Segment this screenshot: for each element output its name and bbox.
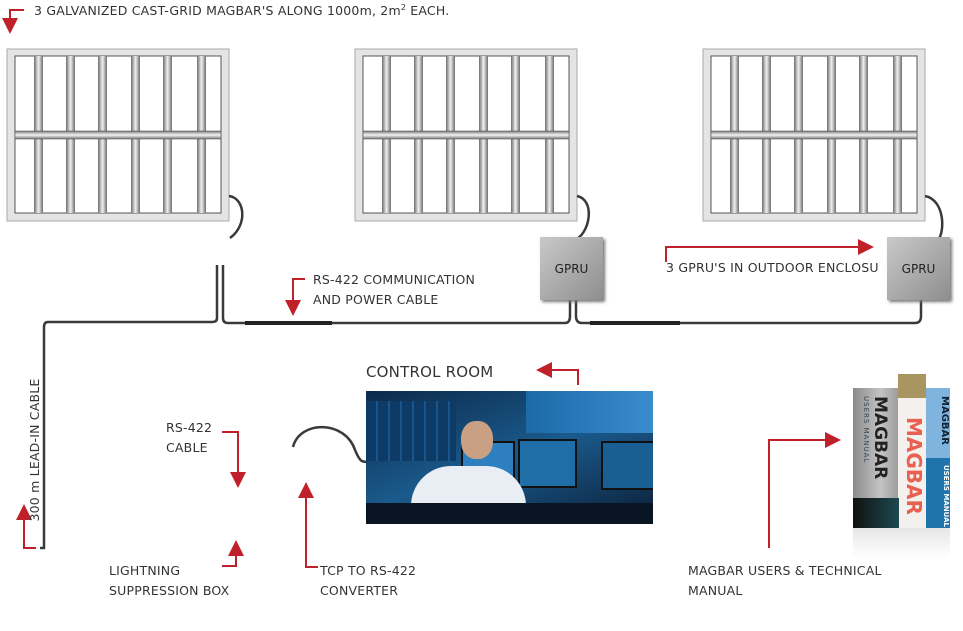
control-room-photo (366, 391, 653, 524)
book-users-manual-grey: MAGBAR USERS MANUAL (853, 388, 899, 528)
book-users-manual-blue: MAGBAR USERS MANUAL (926, 388, 950, 528)
rs422-communication-label: RS-422 COMMUNICATION AND POWER CABLE (313, 270, 475, 310)
books-reflection (853, 528, 950, 558)
book3-title: MAGBAR (939, 395, 950, 445)
manual-line1: MAGBAR USERS & TECHNICAL (688, 563, 882, 578)
lightning-suppression-label: LIGHTNING SUPPRESSION BOX (109, 561, 229, 601)
book2-title: MAGBAR (902, 417, 926, 515)
magbar-panel-3 (702, 48, 926, 222)
book1-title: MAGBAR (870, 396, 890, 480)
tcp-converter-label: TCP TO RS-422 CONVERTER (320, 561, 416, 601)
rs422-cable-line1: RS-422 (166, 420, 213, 435)
tcp-line1: TCP TO RS-422 (320, 563, 417, 578)
lightning-line2: SUPPRESSION BOX (109, 583, 230, 598)
manual-line2: MANUAL (688, 583, 743, 598)
book1-dark-band (853, 498, 899, 528)
book1-subtitle: USERS MANUAL (862, 396, 870, 464)
rs422-comm-line2: AND POWER CABLE (313, 292, 439, 307)
title-suffix: EACH. (406, 3, 450, 19)
rs422-comm-line1: RS-422 COMMUNICATION (313, 272, 476, 287)
tcp-line2: CONVERTER (320, 583, 399, 598)
lightning-line1: LIGHTNING (109, 563, 181, 578)
book-magbar-white: MAGBAR (898, 374, 926, 528)
magbar-panel-1 (6, 48, 230, 222)
wall-screen (526, 391, 653, 433)
lead-in-cable-label: 300 m LEAD-IN CABLE (27, 378, 42, 522)
magbar-panel-2 (354, 48, 578, 222)
diagram-title: 3 GALVANIZED CAST-GRID MAGBAR'S ALONG 10… (34, 0, 449, 21)
book3-subtitle: USERS MANUAL (942, 464, 950, 527)
manual-label: MAGBAR USERS & TECHNICAL MANUAL (688, 561, 882, 601)
control-room-label: CONTROL ROOM (366, 363, 494, 381)
operator-head (461, 421, 493, 459)
server-racks (366, 401, 456, 461)
monitor (518, 439, 577, 488)
gpru-unit-3: GPRU (887, 237, 950, 300)
cables (40, 194, 944, 550)
monitor (601, 441, 653, 490)
desk (366, 503, 653, 524)
arrows (2, 9, 874, 568)
title-text: 3 GALVANIZED CAST-GRID MAGBAR'S ALONG 10… (34, 3, 401, 19)
gpru-unit-2: GPRU (540, 237, 603, 300)
rs422-cable-label: RS-422 CABLE (166, 418, 212, 458)
gpru-enclosure-label: 3 GPRU'S IN OUTDOOR ENCLOSU (666, 260, 879, 275)
title-superscript: 2 (400, 3, 407, 12)
rs422-cable-line2: CABLE (166, 440, 208, 455)
